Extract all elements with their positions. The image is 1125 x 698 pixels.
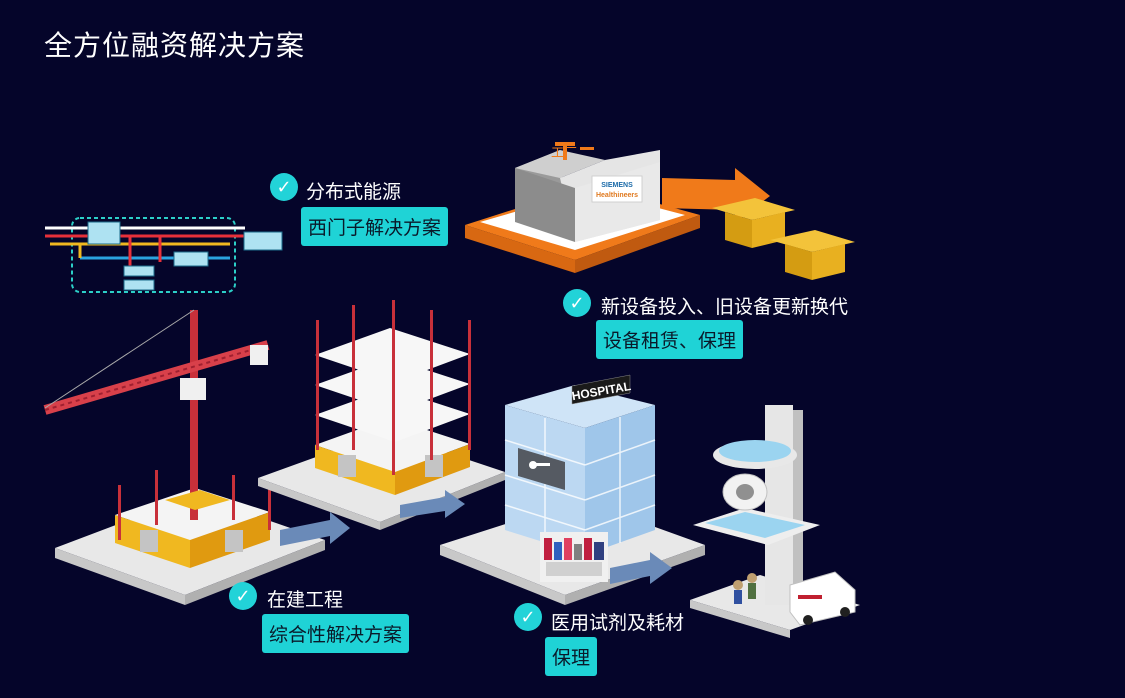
- factory-sign: 工厂: [551, 146, 578, 161]
- construction-label: 在建工程: [267, 589, 344, 611]
- energy-label: 分布式能源: [306, 181, 402, 203]
- medical-check-icon: ✓: [514, 603, 542, 631]
- energy-schematic: [45, 217, 283, 293]
- medical-supplies-image: [544, 538, 604, 576]
- construction-check-icon: ✓: [229, 582, 257, 610]
- crane-construction-illustration: [43, 309, 325, 605]
- hospital-illustration: HOSPITAL: [440, 374, 705, 605]
- arrow-1: [280, 512, 350, 546]
- medical-tower-illustration: [690, 405, 860, 638]
- energy-tag: 西门子解决方案: [301, 207, 449, 246]
- equipment-tag: 设备租赁、保理: [596, 320, 744, 359]
- equipment-check-icon: ✓: [563, 289, 591, 317]
- medical-label: 医用试剂及耗材: [551, 612, 685, 634]
- delivery-boxes: [712, 198, 855, 280]
- construction-tag: 综合性解决方案: [262, 614, 410, 653]
- medical-tag: 保理: [545, 637, 598, 676]
- equipment-label: 新设备投入、旧设备更新换代: [601, 296, 849, 318]
- siemens-sign-line2: Healthineers: [596, 192, 638, 199]
- page-title: 全方位融资解决方案: [44, 29, 306, 62]
- building-frame-illustration: [258, 300, 505, 530]
- arrow-2: [400, 490, 465, 518]
- energy-check-icon: ✓: [270, 173, 298, 201]
- arrow-3: [610, 552, 672, 584]
- factory-illustration: SIEMENS Healthineers: [465, 142, 770, 273]
- siemens-sign-line1: SIEMENS: [601, 182, 633, 189]
